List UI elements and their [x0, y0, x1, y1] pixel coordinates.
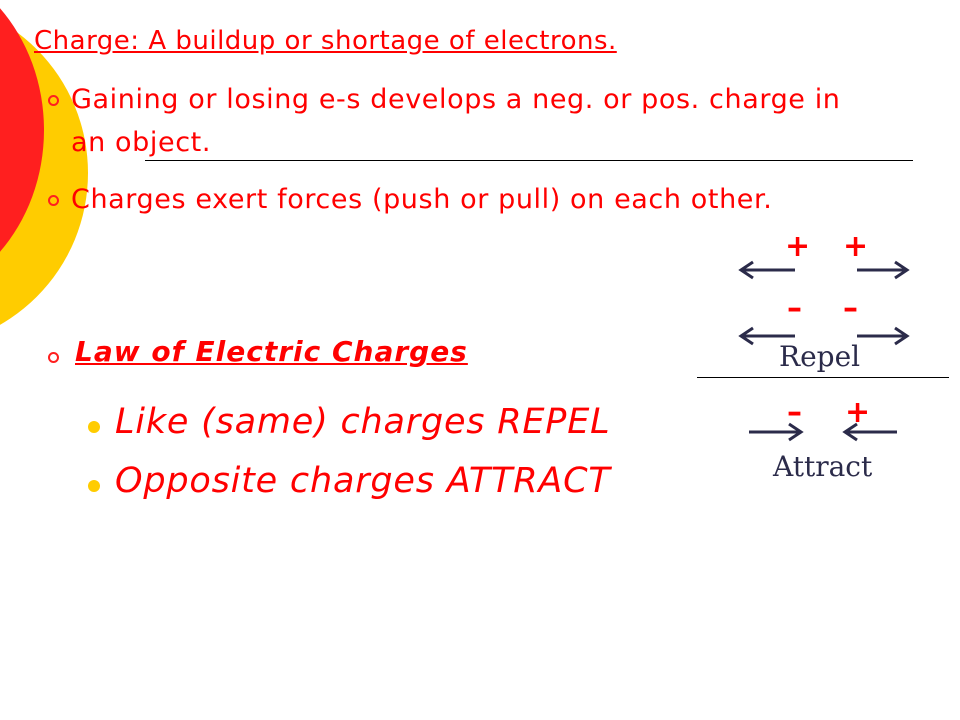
law-item-repel: Like (same) charges REPEL	[115, 402, 611, 442]
bullet-text-2: Charges exert forces (push or pull) on e…	[71, 184, 773, 215]
attract-label: Attract	[773, 450, 873, 483]
attract-arrows-icon	[749, 422, 897, 442]
plus-sign: +	[845, 395, 871, 430]
law-item-attract: Opposite charges ATTRACT	[115, 461, 611, 501]
divider-line	[145, 160, 913, 161]
bullet-dot-icon	[88, 421, 100, 433]
divider-line	[697, 377, 949, 378]
bullet-ring-icon	[48, 195, 59, 206]
plus-sign: +	[843, 229, 869, 264]
repel-arrows-icon	[738, 326, 910, 346]
bullet-dot-icon	[88, 480, 100, 492]
repel-label: Repel	[779, 340, 861, 373]
minus-sign: –	[843, 291, 858, 326]
minus-sign: –	[787, 395, 802, 430]
plus-sign: +	[785, 229, 811, 264]
bullet-ring-icon	[48, 95, 59, 106]
bullet-text-1: Gaining or losing e-s develops a neg. or…	[71, 84, 841, 158]
minus-sign: –	[787, 291, 802, 326]
slide-title: Charge: A buildup or shortage of electro…	[34, 26, 617, 56]
bullet-ring-icon	[48, 352, 59, 363]
law-heading: Law of Electric Charges	[75, 335, 468, 368]
charge-diagram: + + – – Repel – +	[735, 228, 925, 488]
repel-arrows-icon	[738, 260, 910, 280]
